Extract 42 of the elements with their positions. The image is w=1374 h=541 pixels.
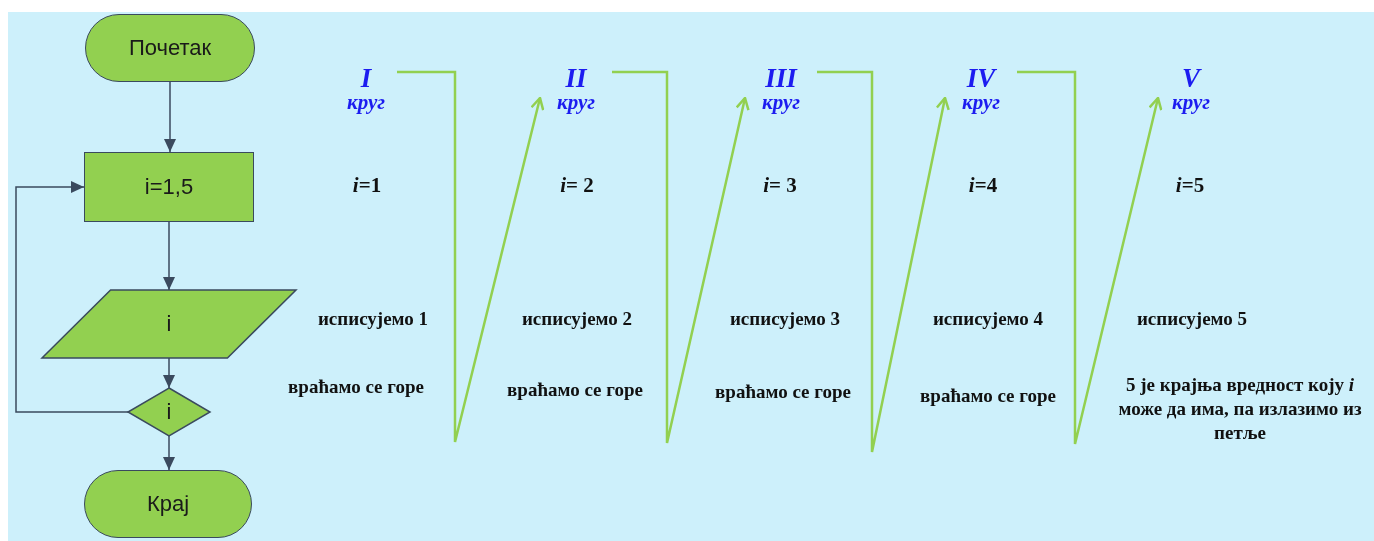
- round-numeral: II: [565, 65, 587, 92]
- round-numeral: V: [1182, 65, 1200, 92]
- counter-value: i= 2: [559, 172, 595, 199]
- step-note: враћамо се горе: [919, 384, 1057, 408]
- node-label: i: [166, 311, 172, 337]
- flow-arrow: [15, 181, 129, 413]
- step-note: враћамо се горе: [714, 380, 852, 404]
- round-arrow: [612, 70, 750, 445]
- step-note: 5 је крајња вредност коју i може да има, па излазимо из петље: [1117, 373, 1363, 445]
- step-note: враћамо се горе: [506, 378, 644, 402]
- round-word: круг: [347, 92, 385, 113]
- step-note: враћамо се горе: [287, 375, 425, 399]
- output-note: исписујемо 3: [728, 307, 842, 331]
- round-numeral: III: [765, 65, 797, 92]
- flow-arrow: [163, 221, 175, 291]
- round-arrow: [1017, 70, 1163, 446]
- output-note: исписујемо 2: [520, 307, 634, 331]
- round-numeral: IV: [966, 65, 996, 92]
- node-label: Крај: [146, 491, 190, 517]
- decision-diamond: [128, 388, 210, 436]
- process-box: [84, 152, 254, 222]
- round-numeral: I: [360, 65, 372, 92]
- flow-arrow: [164, 81, 176, 153]
- counter-value: i=4: [967, 172, 999, 199]
- flow-arrow: [163, 435, 175, 471]
- output-note: исписујемо 1: [316, 307, 430, 331]
- round-arrow: [817, 70, 950, 454]
- round-arrow: [397, 70, 545, 444]
- output-parallelogram: [42, 290, 296, 358]
- flow-arrow: [163, 357, 175, 389]
- counter-value: i=1: [351, 172, 383, 199]
- counter-value: i=5: [1174, 172, 1206, 199]
- node-label: i: [166, 399, 172, 425]
- round-word: круг: [962, 92, 1000, 113]
- node-label: i=1,5: [144, 174, 194, 200]
- output-note: исписујемо 4: [931, 307, 1045, 331]
- output-note: исписујемо 5: [1135, 307, 1249, 331]
- counter-value: i= 3: [762, 172, 798, 199]
- round-word: круг: [762, 92, 800, 113]
- round-word: круг: [1172, 92, 1210, 113]
- node-label: Почетак: [128, 35, 212, 61]
- round-word: круг: [557, 92, 595, 113]
